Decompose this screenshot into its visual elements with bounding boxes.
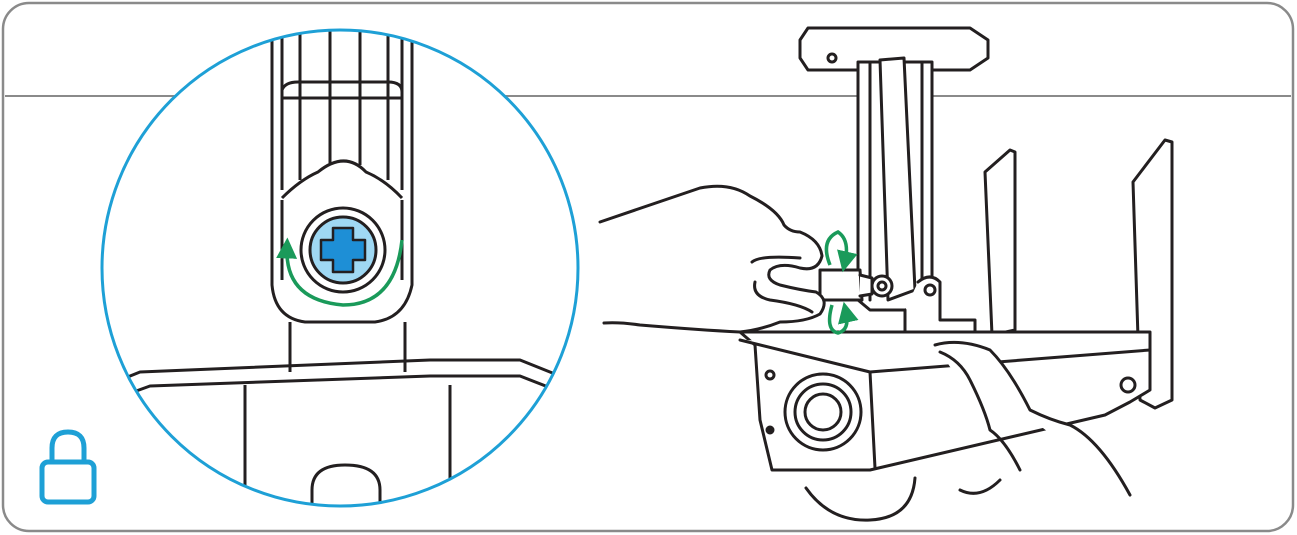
screw-icon [299,206,387,294]
camera-scene [598,26,1174,522]
lock-icon [39,429,97,505]
magnifier-ring [100,28,580,508]
magnified-detail [100,28,580,508]
rotate-arrow-thumbscrew-icon [824,230,859,335]
rotate-arrows-icon [276,237,404,307]
